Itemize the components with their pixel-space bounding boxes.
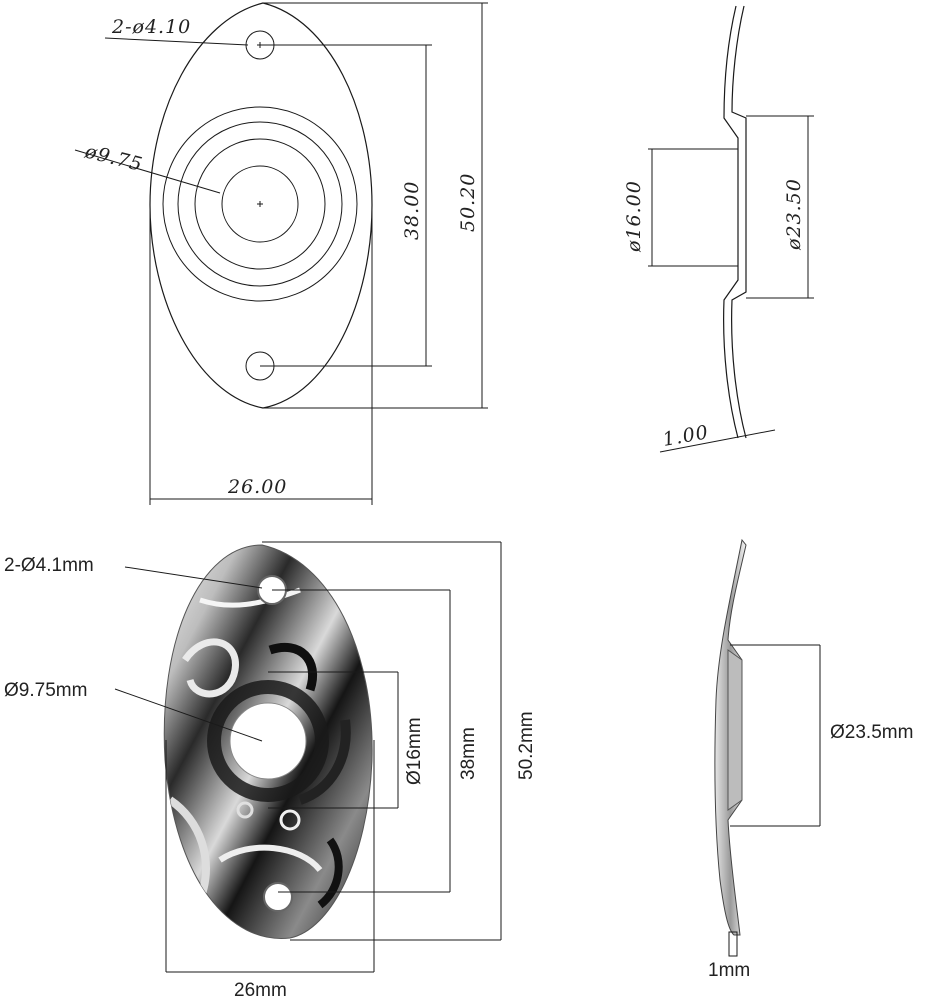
side-boss-photo <box>727 649 743 811</box>
front-view-photo: 2-Ø4.1mm Ø9.75mm Ø16mm 38mm 50.2mm 26mm <box>4 541 537 1000</box>
thickness-marker <box>728 931 738 957</box>
photo-hole-dia-label: 2-Ø4.1mm <box>4 555 94 576</box>
photo-inner-dia-label: Ø16mm <box>404 717 425 785</box>
total-length-label: 50.20 <box>457 173 479 232</box>
center-marks <box>257 42 263 207</box>
photo-mount-hole-bottom <box>263 882 293 912</box>
photo-thickness-label: 1mm <box>708 960 750 981</box>
hole-leader <box>124 566 263 589</box>
width-label: 26.00 <box>227 476 287 498</box>
photo-total-length-label: 50.2mm <box>516 711 537 780</box>
thickness-label: 1.00 <box>661 421 710 451</box>
side-view-photo: Ø23.5mm 1mm <box>708 538 913 981</box>
photo-hole-spacing-label: 38mm <box>458 727 479 780</box>
hole-dia-label: 2-ø4.10 <box>111 16 191 38</box>
plate-outline <box>149 2 373 409</box>
ring-3 <box>194 138 326 270</box>
profile-right <box>731 5 747 439</box>
photo-center-ring <box>207 680 329 802</box>
photo-center-dia-label: Ø9.75mm <box>4 680 87 701</box>
engraved-pattern <box>167 587 351 909</box>
center-dia-label: ø9.75 <box>82 140 145 176</box>
center-leader <box>74 149 221 194</box>
photo-center-hole <box>229 702 307 780</box>
center-leader <box>114 688 263 742</box>
side-view-drawing: ø16.00 ø23.50 1.00 <box>623 5 814 453</box>
hole-leader <box>104 37 249 46</box>
inner-dia-label: ø16.00 <box>623 180 645 253</box>
photo-width-label: 26mm <box>234 980 287 1000</box>
thickness-leader <box>659 429 776 453</box>
photo-outer-dia-label: Ø23.5mm <box>830 722 913 743</box>
profile-left <box>723 5 739 439</box>
ring-2 <box>177 121 343 287</box>
hole-spacing-label: 38.00 <box>401 181 423 240</box>
ring-outer <box>162 106 358 302</box>
center-hole <box>221 165 299 243</box>
outer-dia-label: ø23.50 <box>783 178 805 251</box>
front-view-drawing: 2-ø4.10 ø9.75 38.00 50.20 26.00 <box>74 2 488 505</box>
